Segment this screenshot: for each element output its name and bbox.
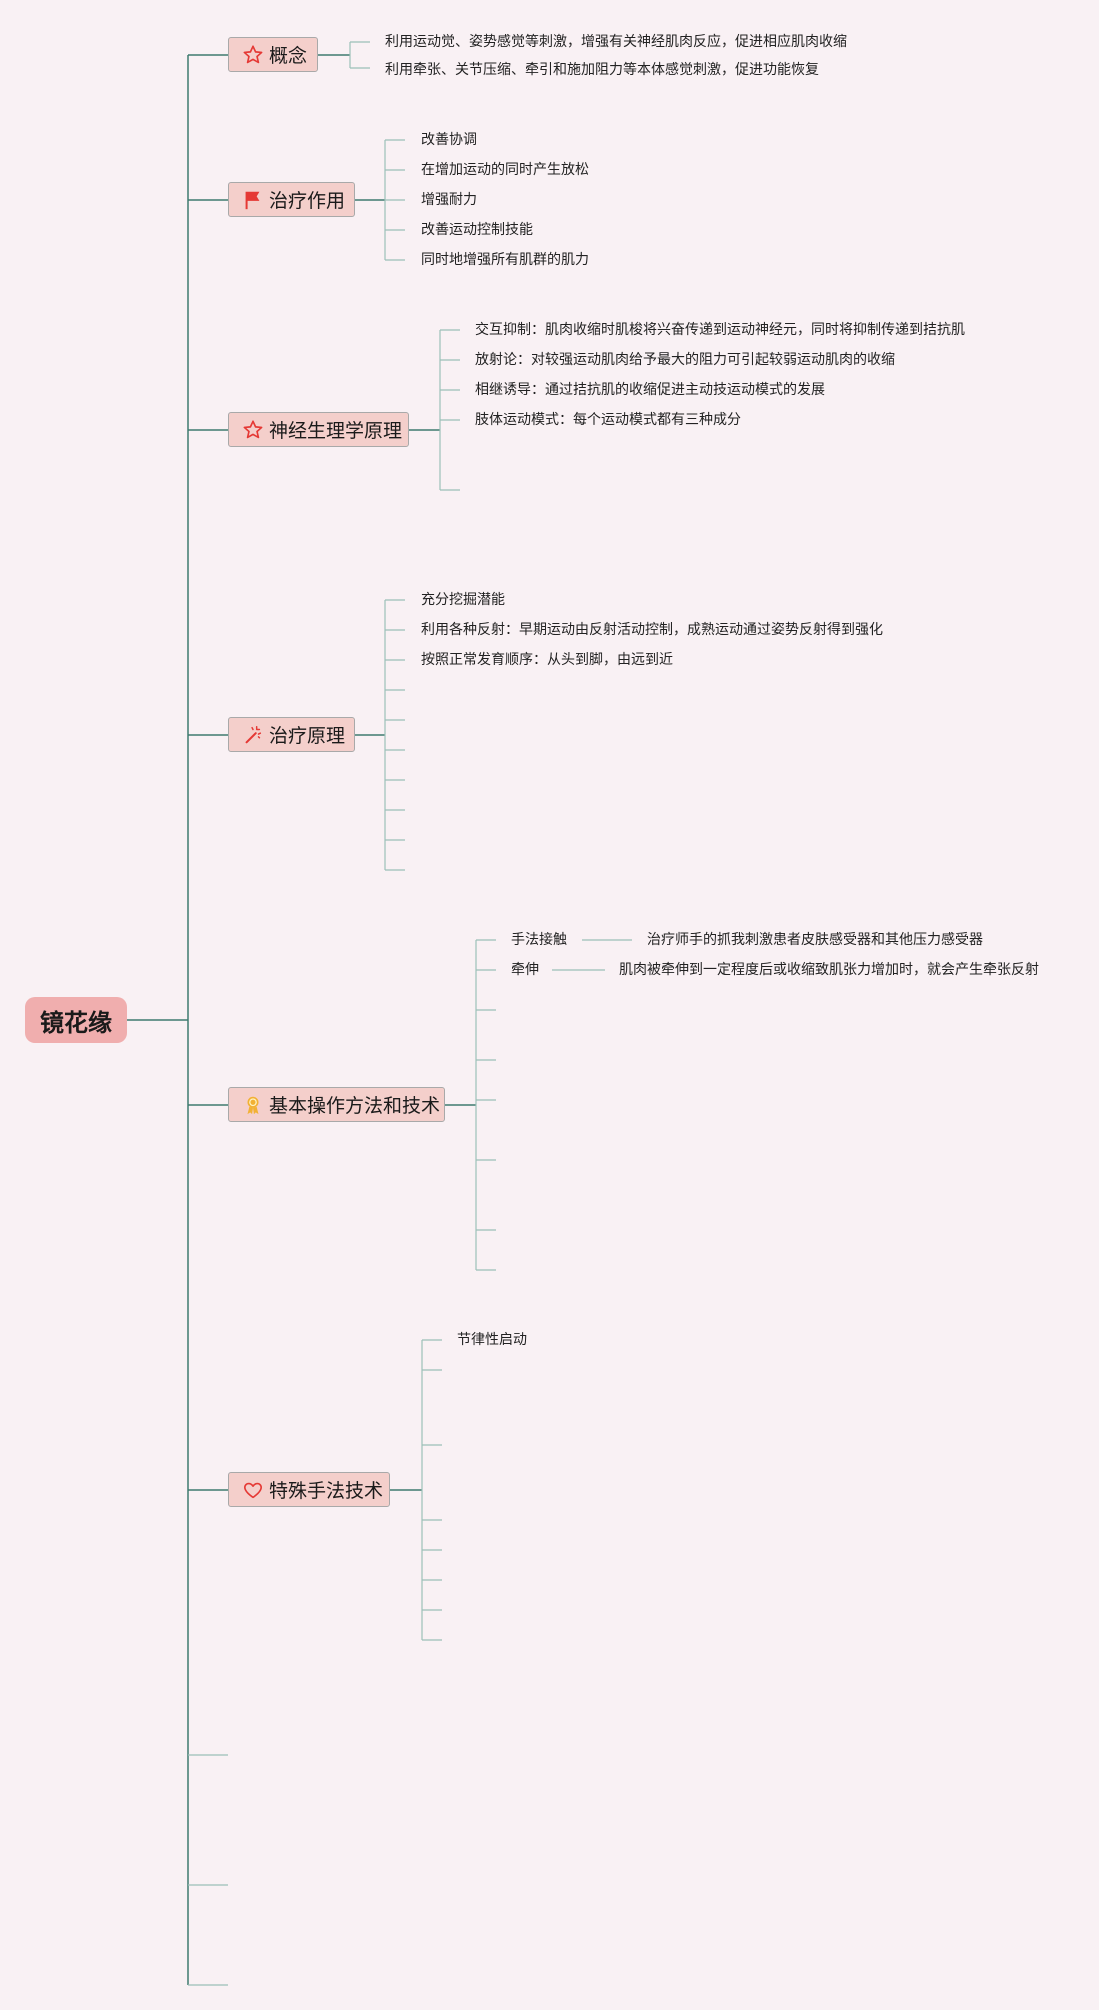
leaf-node[interactable]: 利用牵张、关节压缩、牵引和施加阻力等本体感觉刺激，促进功能恢复	[385, 62, 819, 78]
leaf-node[interactable]: 增强耐力	[421, 192, 477, 208]
magic-wand-icon	[242, 724, 264, 746]
branch-special-techniques[interactable]: 特殊手法技术	[228, 1472, 390, 1507]
flag-icon	[242, 189, 264, 211]
leaf-node[interactable]: 交互抑制：肌肉收缩时肌梭将兴奋传递到运动神经元，同时将抑制传递到拮抗肌	[475, 322, 965, 338]
branch-concept[interactable]: 概念	[228, 37, 318, 72]
leaf-node[interactable]: 改善协调	[421, 132, 477, 148]
leaf-node[interactable]: 手法接触	[511, 932, 567, 948]
star-icon	[242, 44, 264, 66]
branch-label: 治疗作用	[269, 190, 346, 212]
leaf-detail[interactable]: 肌肉被牵伸到一定程度后或收缩致肌张力增加时，就会产生牵张反射	[619, 962, 1039, 978]
branch-label: 概念	[269, 45, 308, 67]
branch-basic-techniques[interactable]: 基本操作方法和技术	[228, 1087, 445, 1122]
star-icon	[242, 419, 264, 441]
leaf-node[interactable]: 肢体运动模式：每个运动模式都有三种成分	[475, 412, 741, 428]
leaf-node[interactable]: 充分挖掘潜能	[421, 592, 505, 608]
leaf-node[interactable]: 利用运动觉、姿势感觉等刺激，增强有关神经肌肉反应，促进相应肌肉收缩	[385, 34, 847, 50]
leaf-node[interactable]: 利用各种反射：早期运动由反射活动控制，成熟运动通过姿势反射得到强化	[421, 622, 883, 638]
branch-label: 特殊手法技术	[269, 1480, 384, 1502]
branch-treatment-effect[interactable]: 治疗作用	[228, 182, 355, 217]
branch-neurophysiology[interactable]: 神经生理学原理	[228, 412, 409, 447]
leaf-node[interactable]: 节律性启动	[457, 1332, 527, 1348]
leaf-node[interactable]: 放射论：对较强运动肌肉给予最大的阻力可引起较弱运动肌肉的收缩	[475, 352, 895, 368]
leaf-detail[interactable]: 治疗师手的抓我刺激患者皮肤感受器和其他压力感受器	[647, 932, 983, 948]
root-node[interactable]: 镜花缘	[25, 997, 127, 1043]
leaf-node[interactable]: 同时地增强所有肌群的肌力	[421, 252, 589, 268]
leaf-node[interactable]: 牵伸	[511, 962, 539, 978]
root-label: 镜花缘	[40, 1008, 112, 1037]
branch-label: 神经生理学原理	[269, 420, 403, 442]
leaf-node[interactable]: 相继诱导：通过拮抗肌的收缩促进主动技运动模式的发展	[475, 382, 825, 398]
branch-label: 基本操作方法和技术	[269, 1095, 441, 1117]
leaf-node[interactable]: 在增加运动的同时产生放松	[421, 162, 589, 178]
leaf-node[interactable]: 按照正常发育顺序：从头到脚，由远到近	[421, 652, 673, 668]
leaf-node[interactable]: 改善运动控制技能	[421, 222, 533, 238]
medal-icon	[242, 1094, 264, 1116]
branch-treatment-principle[interactable]: 治疗原理	[228, 717, 355, 752]
branch-label: 治疗原理	[269, 725, 346, 747]
heart-icon	[242, 1479, 264, 1501]
